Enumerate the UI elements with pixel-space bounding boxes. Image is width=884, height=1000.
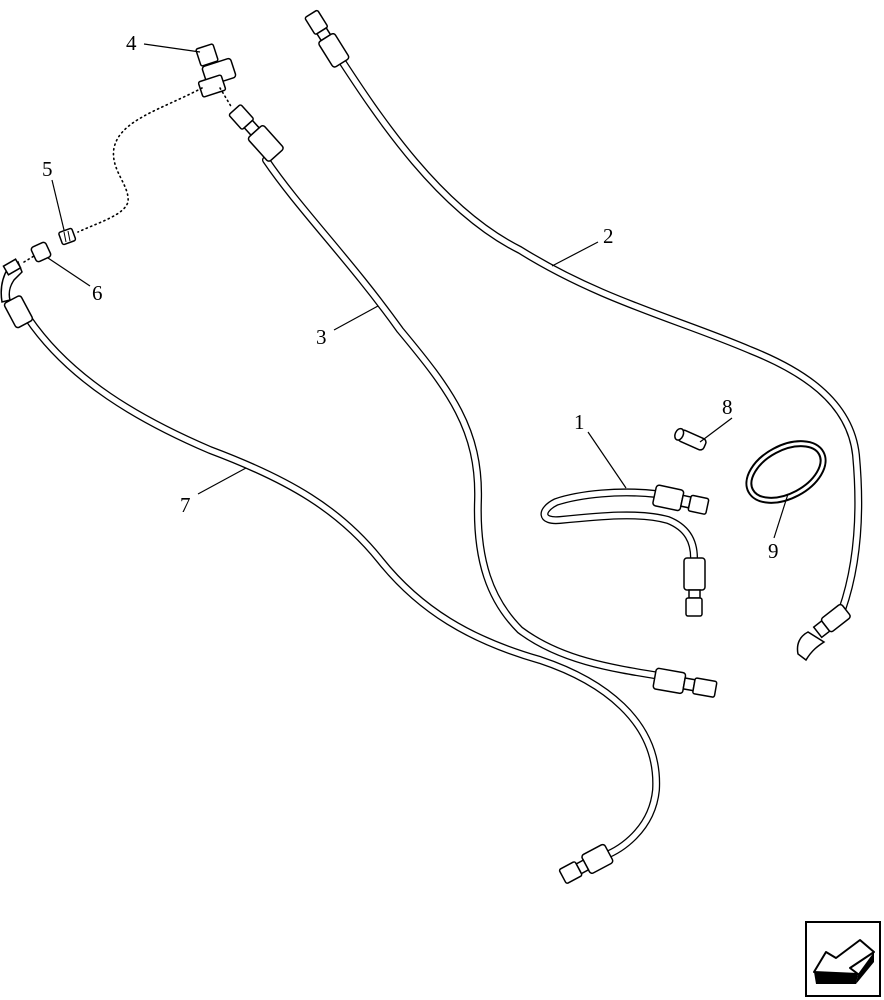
- callout-9: 9: [768, 539, 779, 563]
- nut-6: [30, 241, 52, 263]
- gasket-9: [745, 440, 827, 504]
- leader-line: [773, 493, 789, 539]
- hose-1: [540, 484, 710, 617]
- leader-line: [333, 305, 379, 331]
- previous-page-button[interactable]: [805, 921, 881, 997]
- leader-line: [699, 417, 733, 443]
- assembly-path: [23, 255, 35, 263]
- leader-line: [47, 257, 91, 287]
- callout-6: 6: [92, 281, 103, 305]
- callout-8: 8: [722, 395, 733, 419]
- leader-line: [587, 431, 627, 489]
- callout-3: 3: [316, 325, 327, 349]
- leader-line: [143, 43, 201, 53]
- previous-page-arrow-icon: [813, 939, 875, 984]
- hose-2: [304, 9, 863, 662]
- callout-1: 1: [574, 410, 585, 434]
- assembly-path: [77, 87, 203, 233]
- leader-line: [551, 241, 599, 267]
- cap-8: [674, 427, 707, 451]
- adapter-5: [58, 227, 77, 246]
- callout-5: 5: [42, 157, 53, 181]
- callout-7: 7: [180, 493, 191, 517]
- leader-line: [197, 467, 247, 495]
- assembly-path: [219, 87, 233, 109]
- callout-4: 4: [126, 31, 137, 55]
- hose-7: [0, 258, 661, 884]
- leader-line: [51, 179, 65, 231]
- callout-2: 2: [603, 224, 614, 248]
- hose-3: [228, 104, 718, 698]
- tee-fitting-4: [195, 43, 237, 98]
